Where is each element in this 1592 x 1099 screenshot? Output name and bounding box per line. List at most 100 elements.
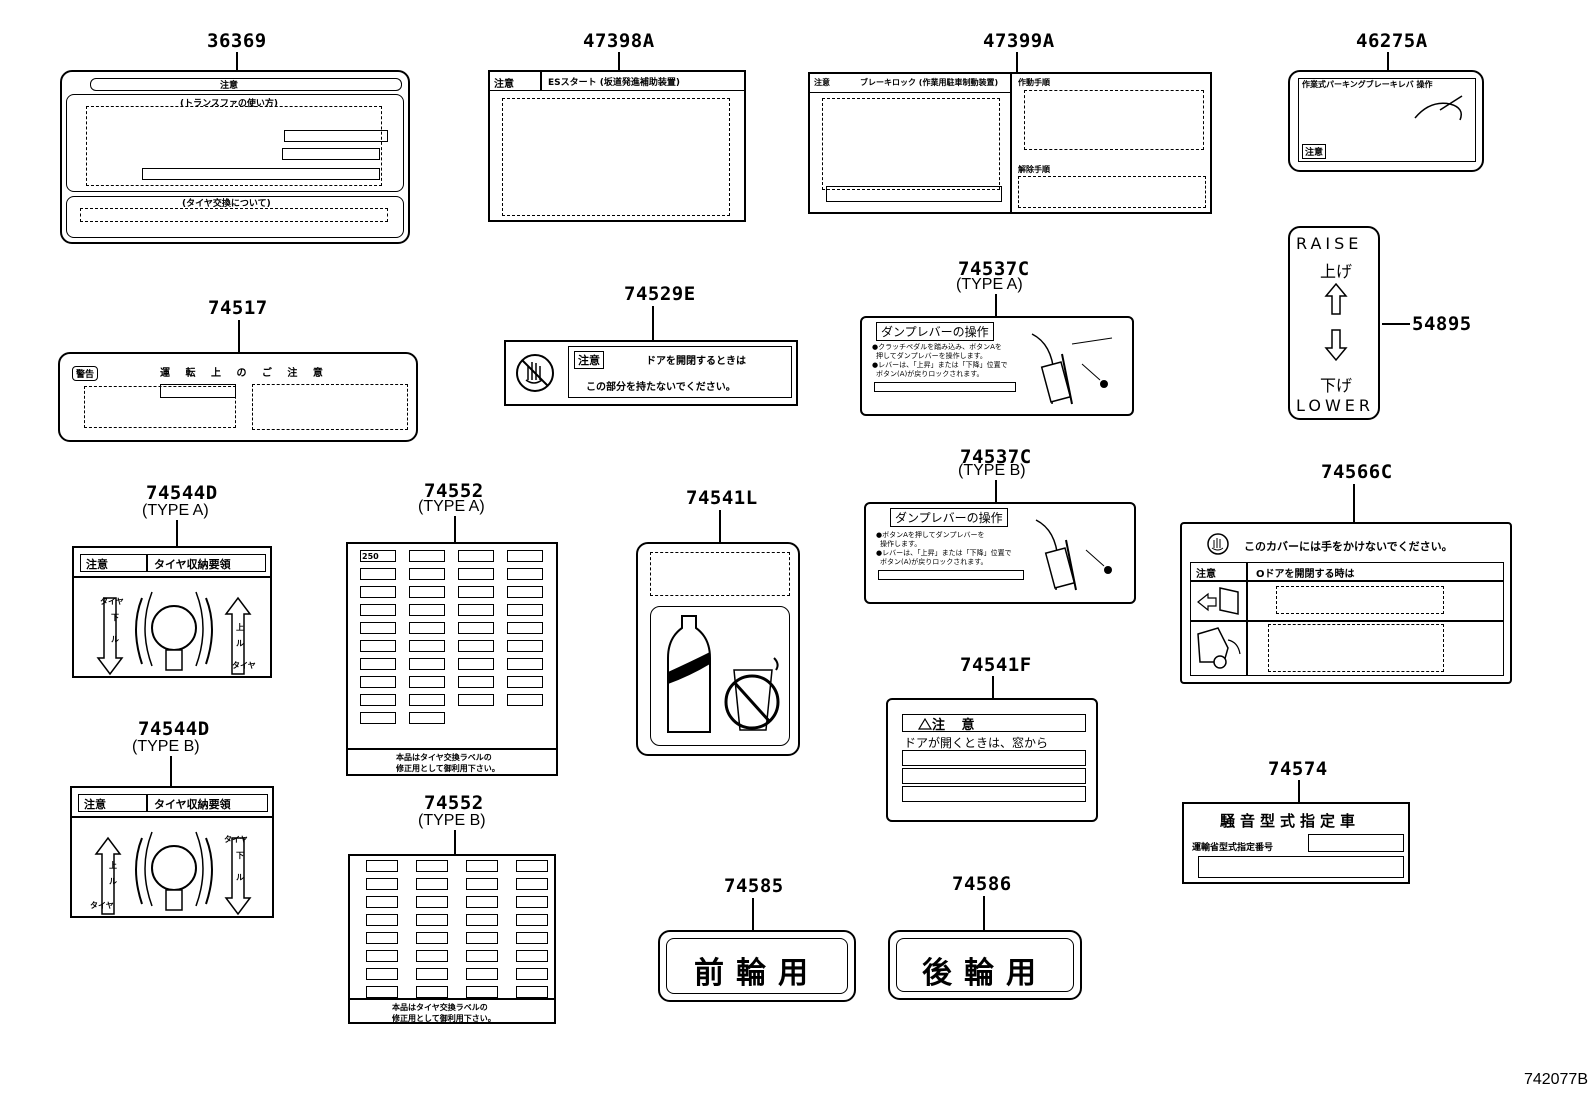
grid-cell — [360, 658, 396, 670]
section-title: (タイヤ交換について) — [182, 199, 271, 209]
diagram-id: 742077B — [1523, 1071, 1588, 1088]
arrow-down-icon — [1324, 329, 1348, 362]
label-title: タイヤ収納要領 — [154, 558, 231, 571]
grid-cell — [507, 550, 543, 562]
type-label: (TYPE A) — [956, 276, 1023, 293]
label-title: タイヤ収納要領 — [154, 798, 231, 811]
part-number-74529e: 74529E — [624, 283, 696, 305]
part-number-74541l: 74541L — [686, 487, 758, 509]
part-number-74544d-b: 74544D — [138, 718, 210, 740]
down-text: 下げ — [1320, 376, 1353, 395]
part-number-74574: 74574 — [1268, 758, 1328, 780]
label-title: 作業式パーキングブレーキレバ 操作 — [1302, 80, 1433, 89]
label-74541f: 注 意 ドアが開くときは、窓から — [886, 698, 1098, 822]
grid-cell — [366, 914, 398, 926]
grid-cell — [366, 932, 398, 944]
grid-cell — [360, 712, 396, 724]
grid-cell — [409, 712, 445, 724]
down-text: 下 — [236, 851, 244, 860]
front-wheel-text: 前輪用 — [694, 956, 820, 991]
part-number-74552-b: 74552 — [424, 792, 484, 814]
grid-cell — [366, 986, 398, 998]
grid-cell — [516, 896, 548, 908]
label-text: ボタン(A)が戻りロックされます。 — [876, 370, 984, 378]
tire-text: タイヤ — [224, 835, 248, 844]
warning-text: 注意 — [494, 79, 514, 90]
part-number-74566c: 74566C — [1321, 461, 1393, 483]
arrow-up-icon — [1324, 282, 1348, 315]
grid-cell — [360, 640, 396, 652]
raise-text: RAISE — [1296, 234, 1363, 253]
grid-cell — [458, 568, 494, 580]
grid-cell — [507, 694, 543, 706]
grid-cell — [360, 568, 396, 580]
grid-cell — [458, 604, 494, 616]
grid-cell — [409, 658, 445, 670]
no-drink-icon — [667, 615, 780, 733]
grid-cell — [360, 550, 396, 562]
label-text: ボタン(A)が戻りロックされます。 — [880, 558, 988, 566]
footer-text: 修正用として御利用下さい。 — [392, 1014, 496, 1023]
part-number-47399a: 47399A — [983, 30, 1055, 52]
grid-cell — [416, 932, 448, 944]
grid-cell — [409, 586, 445, 598]
grid-cell — [516, 914, 548, 926]
label-text: ドアを開閉するときは — [646, 356, 746, 367]
grid-cell — [360, 586, 396, 598]
grid-cell — [466, 860, 498, 872]
footer-text: 修正用として御利用下さい。 — [396, 764, 500, 773]
grid-cell — [516, 860, 548, 872]
part-number-46275a: 46275A — [1356, 30, 1428, 52]
label-title: ダンプレバーの操作 — [876, 322, 994, 341]
door-open-icon — [1197, 587, 1239, 615]
grid-cell — [466, 914, 498, 926]
up-text: 上 — [236, 623, 244, 632]
label-74585: 前輪用 — [658, 930, 856, 1002]
grid-cell — [466, 878, 498, 890]
ru-text: ル — [111, 635, 119, 644]
grid-cell — [409, 694, 445, 706]
label-text: この部分を持たないでください。 — [586, 382, 736, 393]
grid-cell — [466, 950, 498, 962]
label-text: 操作します。 — [880, 540, 922, 548]
grid-cell — [458, 640, 494, 652]
grid-cell — [416, 950, 448, 962]
section-title: (トランスファの使い方) — [180, 99, 279, 109]
grid-cell — [416, 986, 448, 998]
label-text: ●ボタンAを押してダンプレバーを — [876, 531, 985, 539]
up-text: 上 — [109, 861, 117, 870]
label-74586: 後輪用 — [888, 930, 1082, 1000]
grid-cell — [507, 604, 543, 616]
lever-illustration-icon — [1414, 95, 1463, 121]
ru-text: ル — [236, 639, 244, 648]
grid-cell-first: 250 — [362, 552, 379, 561]
part-number-74541f: 74541F — [960, 654, 1032, 676]
part-number-36369: 36369 — [207, 30, 267, 52]
grid-cell — [360, 694, 396, 706]
grid-cell — [366, 860, 398, 872]
no-hand-icon — [516, 354, 554, 392]
grid-cell — [416, 914, 448, 926]
grid-cell — [507, 676, 543, 688]
down-text: 下 — [111, 613, 119, 622]
grid-cell — [458, 622, 494, 634]
part-number-74552-a: 74552 — [424, 480, 484, 502]
label-text: ドアが開くときは、窓から — [904, 736, 1049, 750]
label-74544d-type-a: 注意 タイヤ収納要領 タイヤ 下 ル 上 ル タイヤ — [72, 546, 272, 678]
warning-text: 注意 — [220, 81, 239, 91]
label-74574: 騒音型式指定車 運輸省型式指定番号 — [1182, 802, 1410, 884]
label-title: 運 転 上 の ご 注 意 — [160, 368, 329, 379]
grid-cell — [516, 968, 548, 980]
label-title: ダンプレバーの操作 — [890, 508, 1008, 527]
warning-text: 注意 — [574, 351, 604, 369]
type-label: (TYPE B) — [418, 812, 486, 829]
label-54895: RAISE 上げ 下げ LOWER — [1288, 226, 1380, 420]
grid-cell — [466, 932, 498, 944]
dump-lever-icon — [1031, 333, 1113, 405]
grid-cell — [409, 640, 445, 652]
warning-text: 警告 — [72, 366, 99, 381]
grid-cell — [416, 968, 448, 980]
warning-text: 注意 — [814, 78, 830, 87]
label-47399a: 注意 ブレーキロック (作業用駐車制動装置) 作動手順 解除手順 — [808, 72, 1212, 214]
